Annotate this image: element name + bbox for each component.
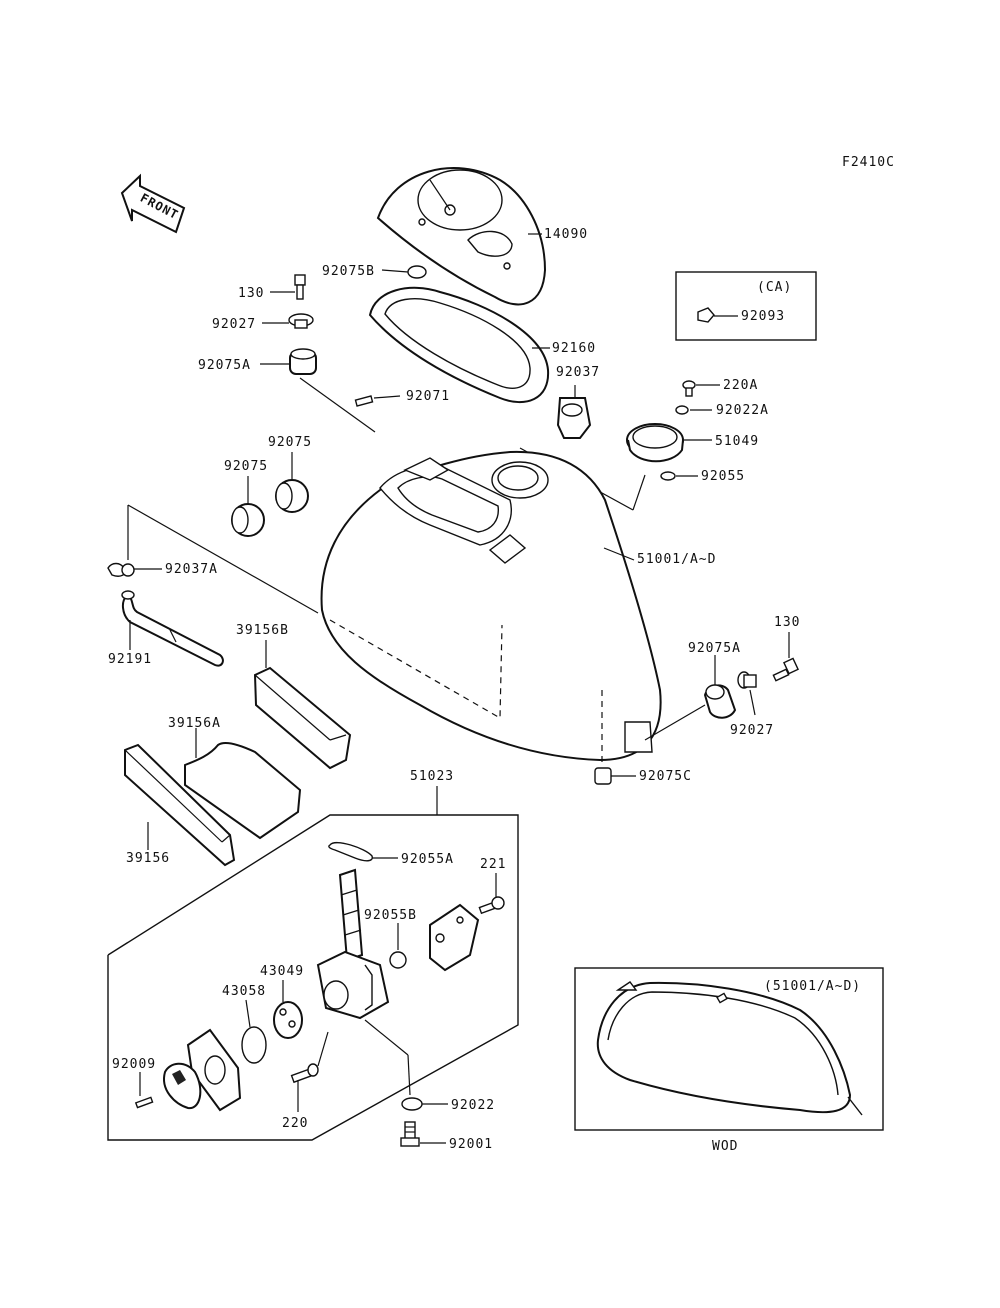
label-92055: 92055 [701, 469, 745, 484]
label-51001: 51001/A~D [637, 552, 716, 567]
ca-variant-box [675, 271, 817, 341]
bolt-130-top-part [294, 274, 306, 300]
oring-43058-part [241, 1026, 267, 1064]
label-92027-right: 92027 [730, 723, 774, 738]
nut-92093-part [697, 307, 715, 323]
label-220a: 220A [723, 378, 758, 393]
diagram-code: F2410C [842, 155, 895, 170]
screw-220a-part [682, 380, 696, 397]
label-ca: (CA) [757, 280, 792, 295]
oring-92055-part [660, 471, 676, 481]
fuel-tank-51001-part [320, 450, 662, 765]
fuel-cock-assembly-frame [107, 814, 519, 1141]
pad-39156b-part [253, 666, 352, 770]
label-92075a-left: 92075A [198, 358, 251, 373]
front-arrow-icon: FRONT [120, 173, 186, 234]
label-39156a: 39156A [168, 716, 221, 731]
damper-92075-a-part [231, 503, 265, 537]
screw-220-part [290, 1063, 319, 1084]
label-92191: 92191 [108, 652, 152, 667]
collar-92027-right-part [737, 671, 757, 689]
label-221: 221 [480, 857, 506, 872]
label-51023: 51023 [410, 769, 454, 784]
label-43049: 43049 [260, 964, 304, 979]
bolt-130-right-part [772, 657, 799, 682]
label-39156: 39156 [126, 851, 170, 866]
label-92009: 92009 [112, 1057, 156, 1072]
cap-51049-part [626, 423, 684, 463]
label-92093: 92093 [741, 309, 785, 324]
label-92037a: 92037A [165, 562, 218, 577]
damper-92075-b-part [275, 479, 309, 513]
oring-92055b-part [389, 951, 407, 969]
label-130-top: 130 [238, 286, 264, 301]
washer-92022-part [401, 1097, 423, 1111]
label-92075-a: 92075 [224, 459, 268, 474]
label-92160: 92160 [552, 341, 596, 356]
clamp-92037-part [556, 397, 592, 439]
screw-92009-part [134, 1096, 154, 1109]
label-92022a: 92022A [716, 403, 769, 418]
collar-92027-top-part [288, 313, 314, 329]
hose-92191-part [121, 590, 224, 667]
washer-92022a-part [675, 405, 689, 415]
damper-92075c-part [594, 767, 612, 785]
label-92055b: 92055B [364, 908, 417, 923]
label-92075c: 92075C [639, 769, 692, 784]
label-92037: 92037 [556, 365, 600, 380]
fuel-cock-cover-part [429, 903, 480, 972]
label-92075b: 92075B [322, 264, 375, 279]
wod-variant-box [574, 967, 884, 1131]
label-92022: 92022 [451, 1098, 495, 1113]
lever-knob-part [163, 1062, 202, 1110]
gasket-92055a-part [328, 841, 373, 862]
pad-39156a-part [184, 742, 302, 840]
label-92071: 92071 [406, 389, 450, 404]
label-14090: 14090 [544, 227, 588, 242]
label-wod-title: (51001/A~D) [764, 979, 861, 994]
label-130-right: 130 [774, 615, 800, 630]
grommet-92075b-part [407, 265, 427, 279]
label-wod: WOD [712, 1139, 738, 1154]
gasket-92160-part [368, 286, 550, 404]
damper-92075a-right-part [703, 684, 737, 719]
label-43058: 43058 [222, 984, 266, 999]
label-92075a-right: 92075A [688, 641, 741, 656]
label-51049: 51049 [715, 434, 759, 449]
pad-39156-part [124, 743, 236, 867]
clip-92037a-part [107, 562, 135, 577]
fuel-tank-wod-part [596, 981, 863, 1116]
label-92055a: 92055A [401, 852, 454, 867]
label-39156b: 39156B [236, 623, 289, 638]
screw-221-part [478, 896, 505, 915]
label-92027-top: 92027 [212, 317, 256, 332]
damper-92075a-left-part [289, 348, 317, 375]
fuel-cock-body-part [316, 868, 390, 1020]
label-92075-b: 92075 [268, 435, 312, 450]
meter-cover-part [376, 167, 547, 306]
label-220: 220 [282, 1116, 308, 1131]
gasket-43049-part [273, 1001, 303, 1039]
pin-92071-part [354, 395, 374, 407]
bolt-92001-part [400, 1121, 420, 1147]
label-92001: 92001 [449, 1137, 493, 1152]
